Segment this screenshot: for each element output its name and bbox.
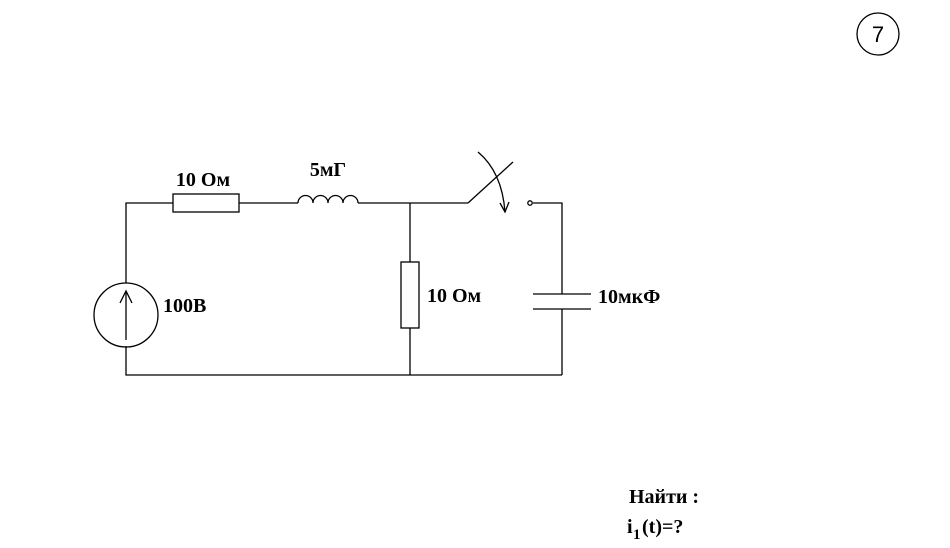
task-question: (t)=? <box>642 516 683 538</box>
r1-label: 10 Ом <box>176 169 230 191</box>
problem-number-badge: 7 <box>856 12 900 56</box>
resistor-r2 <box>400 261 420 329</box>
resistor-r1 <box>172 193 240 213</box>
problem-number: 7 <box>872 22 884 47</box>
task-subscript: 1 <box>633 527 641 543</box>
inductor <box>297 194 359 204</box>
wires <box>125 202 563 376</box>
voltage-source <box>93 282 159 348</box>
source-label: 100В <box>163 295 206 317</box>
r2-label: 10 Ом <box>427 285 481 307</box>
task-variable: i <box>627 516 633 538</box>
switch <box>467 151 533 214</box>
capacitor-label: 10мкФ <box>598 286 660 308</box>
capacitor <box>533 293 591 310</box>
task-heading: Найти : <box>629 486 699 508</box>
inductor-label: 5мГ <box>310 159 346 181</box>
